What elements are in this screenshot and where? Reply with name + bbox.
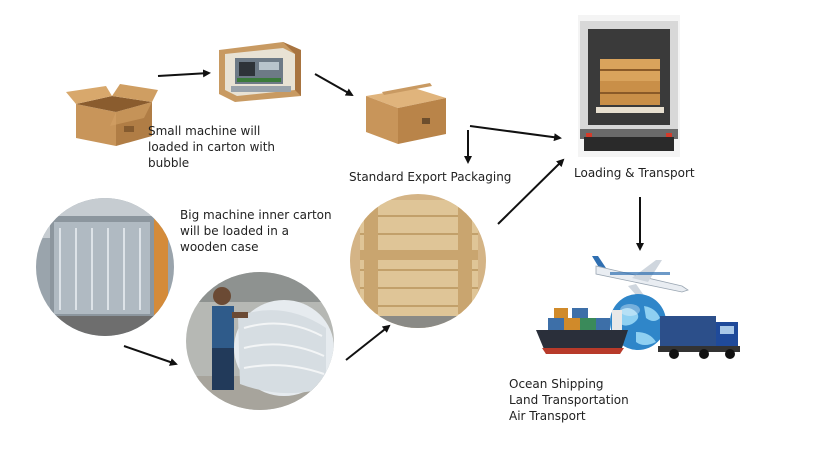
arrow-machine-to-box <box>314 73 354 96</box>
worker-wrapping-photo <box>186 272 334 410</box>
truck-icon <box>658 316 740 359</box>
arrow-box-to-truck <box>469 125 562 142</box>
shipping-modes-label: Ocean Shipping Land Transportation Air T… <box>509 376 629 424</box>
wooden-crate-photo <box>350 194 486 328</box>
small-machine-line-1: Small machine will <box>148 124 261 138</box>
big-machine-line-2: will be loaded in a <box>180 224 290 238</box>
transport-modes-image <box>536 256 740 359</box>
small-machine-line-3: bubble <box>148 156 190 170</box>
sealed-carton-image <box>366 83 446 144</box>
big-machine-line-1: Big machine inner carton <box>180 208 332 222</box>
machine-in-carton-image <box>219 42 301 102</box>
open-carton-image <box>66 84 158 146</box>
loading-truck-image <box>578 15 680 157</box>
loading-transport-label: Loading & Transport <box>574 166 695 180</box>
ship-icon <box>536 308 628 354</box>
land-transportation-text: Land Transportation <box>509 393 629 407</box>
standard-export-label: Standard Export Packaging <box>349 170 512 184</box>
air-transport-text: Air Transport <box>509 409 586 423</box>
arrow-carton-to-machine <box>157 69 211 78</box>
wrapped-machine-photo <box>36 198 174 336</box>
small-machine-line-2: loaded in carton with <box>148 140 276 154</box>
ocean-shipping-text: Ocean Shipping <box>509 377 604 391</box>
arrow-wrap-to-crate <box>345 324 391 361</box>
arrow-machine-to-wrap <box>123 345 178 366</box>
big-machine-label: Big machine inner carton will be loaded … <box>180 207 332 255</box>
big-machine-line-3: wooden case <box>180 240 259 254</box>
small-machine-label: Small machine will loaded in carton with… <box>148 123 275 171</box>
